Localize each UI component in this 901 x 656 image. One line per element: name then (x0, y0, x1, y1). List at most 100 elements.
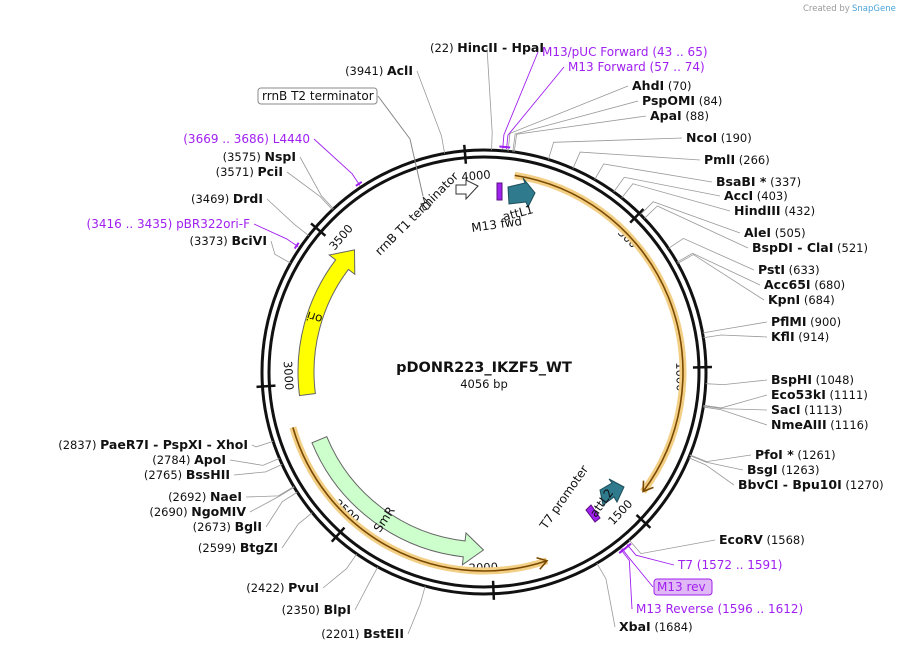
enzyme-name: HincII - HpaI (457, 40, 544, 55)
enzyme-site-label[interactable]: BbvCI - Bpu10I (1270) (738, 477, 884, 492)
enzyme-position: (403) (753, 189, 788, 203)
enzyme-site-label[interactable]: (2690) NgoMIV (149, 504, 246, 519)
rrnB-T1-terminator-arrow[interactable] (455, 179, 479, 201)
primer-name: T7 (677, 558, 693, 572)
enzyme-leader (596, 563, 616, 628)
enzyme-site-label[interactable]: BspDI - ClaI (521) (752, 240, 868, 255)
enzyme-leader (628, 539, 716, 555)
enzyme-name: BciVI (231, 233, 267, 248)
ruler-tick (491, 580, 496, 600)
enzyme-leader (702, 321, 768, 334)
enzyme-position: (2765) (144, 468, 186, 482)
enzyme-position: (337) (766, 175, 801, 189)
enzyme-site-label[interactable]: (2765) BssHII (144, 467, 230, 482)
enzyme-site-label[interactable]: KpnI (684) (768, 292, 835, 307)
enzyme-position: (684) (800, 293, 835, 307)
enzyme-leader (668, 237, 755, 271)
enzyme-leader (286, 171, 333, 211)
enzyme-site-label[interactable]: (2422) PvuI (246, 580, 319, 595)
attL2-arrow[interactable] (599, 478, 625, 506)
primer-label[interactable]: M13 rev (657, 580, 706, 594)
ruler-label: 4000 (461, 167, 491, 183)
primer-label[interactable]: T7 (1572 .. 1591) (677, 558, 782, 572)
enzyme-position: (2201) (321, 627, 363, 641)
enzyme-site-label[interactable]: NcoI (190) (686, 130, 752, 145)
enzyme-position: (70) (664, 79, 691, 93)
enzyme-site-label[interactable]: (22) HincII - HpaI (430, 40, 544, 55)
rrnB-T2-terminator-arrow[interactable] (420, 196, 432, 211)
enzyme-position: (505) (771, 226, 806, 240)
enzyme-name: BlpI (324, 602, 351, 617)
enzyme-leader (703, 405, 768, 411)
enzyme-site-label[interactable]: ApaI (88) (650, 108, 709, 123)
enzyme-site-label[interactable]: NmeAIII (1116) (771, 417, 869, 432)
enzyme-name: PvuI (288, 580, 319, 595)
enzyme-site-label[interactable]: SacI (1113) (771, 402, 842, 417)
enzyme-site-label[interactable]: AhdI (70) (632, 78, 691, 93)
primer-label[interactable]: (3669 .. 3686) L4440 (183, 132, 310, 146)
enzyme-name: PstI (758, 262, 785, 277)
primer-label[interactable]: (3416 .. 3435) pBR322ori-F (87, 217, 251, 231)
enzyme-site-label[interactable]: (2784) ApoI (152, 452, 226, 467)
enzyme-site-label[interactable]: (2350) BlpI (282, 602, 351, 617)
enzyme-site-label[interactable]: Acc65I (680) (764, 277, 845, 292)
orf-arc-highlight (514, 171, 687, 494)
enzyme-name: PaeR7I - PspXI - XhoI (100, 437, 248, 452)
enzyme-site-label[interactable]: PfoI * (1261) (755, 447, 836, 462)
enzyme-site-label[interactable]: (3941) AclI (345, 63, 413, 78)
leader-lines (229, 47, 768, 635)
enzyme-site-label[interactable]: PflMI (900) (771, 314, 841, 329)
enzyme-name: NaeI (210, 489, 242, 504)
primer-label[interactable]: M13/pUC Forward (43 .. 65) (542, 45, 708, 59)
orf-arc-line (514, 174, 684, 493)
enzyme-site-label[interactable]: KflI (914) (771, 329, 829, 344)
enzyme-site-label[interactable]: (2837) PaeR7I - PspXI - XhoI (58, 437, 248, 452)
feature-smr[interactable] (311, 436, 485, 566)
enzyme-position: (2784) (152, 453, 194, 467)
enzyme-position: (1116) (827, 418, 869, 432)
primer-mark (503, 145, 511, 149)
feature-ori[interactable] (297, 249, 356, 397)
enzyme-leader (245, 486, 295, 498)
primer-name: M13 Reverse (636, 602, 714, 616)
enzyme-site-label[interactable]: (2201) BstEII (321, 626, 404, 641)
primer-label[interactable]: M13 Reverse (1596 .. 1612) (636, 602, 803, 616)
attL1-feature[interactable] (507, 177, 536, 209)
enzyme-site-label[interactable]: (3571) PciI (216, 164, 283, 179)
enzyme-name: PflMI (771, 314, 807, 329)
enzyme-site-label[interactable]: (3373) BciVI (190, 233, 267, 248)
enzyme-site-label[interactable]: PspOMI (84) (642, 93, 722, 108)
primer-range: (1572 .. 1591) (693, 558, 783, 572)
enzyme-position: (266) (735, 153, 770, 167)
enzyme-site-label[interactable]: HindIII (432) (734, 203, 815, 218)
enzyme-site-label[interactable]: PstI (633) (758, 262, 820, 277)
primer-range: (57 .. 74) (646, 60, 705, 74)
enzyme-leader (281, 512, 313, 549)
enzyme-position: (1684) (651, 620, 693, 634)
enzyme-site-label[interactable]: AccI (403) (724, 188, 788, 203)
enzyme-site-label[interactable]: (2673) BglI (193, 519, 262, 534)
enzyme-leader (640, 201, 741, 234)
enzyme-name: ApaI (650, 108, 682, 123)
enzyme-name: ApoI (194, 452, 226, 467)
enzyme-site-label[interactable]: AleI (505) (744, 225, 806, 240)
enzyme-site-label[interactable]: (3469) DrdI (191, 191, 263, 206)
primer-label[interactable]: M13 Forward (57 .. 74) (568, 60, 705, 74)
enzyme-name: BspHI (771, 372, 812, 387)
enzyme-site-label[interactable]: (2599) BtgZI (198, 540, 278, 555)
enzyme-position: (2837) (58, 438, 100, 452)
orf-arcs (289, 171, 687, 575)
enzyme-site-label[interactable]: BsgI (1263) (747, 462, 819, 477)
enzyme-site-label[interactable]: PmlI (266) (704, 152, 770, 167)
enzyme-site-label[interactable]: XbaI (1684) (619, 619, 693, 634)
enzyme-site-label[interactable]: Eco53kI (1111) (771, 387, 868, 402)
m13-rev-feature[interactable] (585, 504, 601, 523)
m13-fwd-feature[interactable] (496, 182, 503, 201)
enzyme-site-label[interactable]: (3575) NspI (223, 149, 296, 164)
enzyme-site-label[interactable]: BspHI (1048) (771, 372, 854, 387)
enzyme-site-label[interactable]: (2692) NaeI (168, 489, 242, 504)
enzyme-site-label[interactable]: EcoRV (1568) (719, 532, 805, 547)
enzyme-site-label[interactable]: BsaBI * (337) (716, 174, 801, 189)
enzyme-leader (677, 254, 765, 301)
